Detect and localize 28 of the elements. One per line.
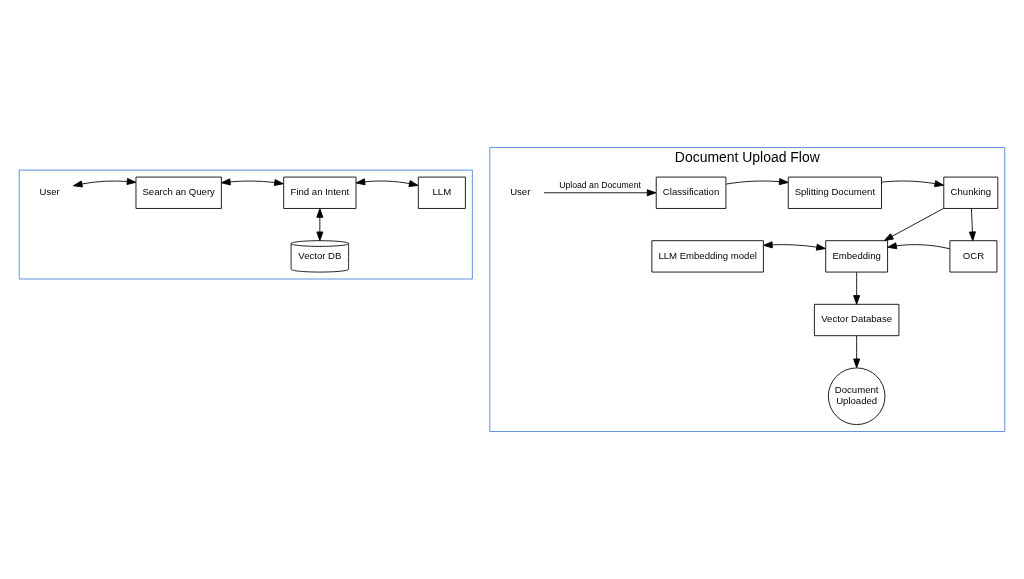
cluster — [18, 169, 473, 280]
node-box: Embedding — [825, 240, 889, 273]
arrow — [355, 178, 419, 188]
arrow — [763, 241, 826, 251]
node-box: Splitting Document — [787, 176, 882, 209]
edge-label: Upload an Document — [559, 179, 641, 190]
node-box: LLM — [417, 176, 466, 209]
node-box: Search an Query — [135, 176, 222, 209]
arrow — [543, 189, 657, 197]
arrow — [725, 178, 789, 186]
node-circle: Document Uploaded — [827, 367, 886, 425]
arrow — [887, 242, 951, 250]
arrow — [72, 178, 137, 188]
node-box: Chunking — [943, 176, 999, 209]
arrow — [853, 271, 861, 305]
node-text: User — [510, 186, 531, 198]
arrow — [881, 180, 945, 188]
arrow — [220, 178, 284, 186]
arrow — [316, 208, 324, 242]
node-text: User — [39, 186, 60, 198]
arrow — [883, 207, 945, 241]
arrow — [968, 208, 976, 242]
node-box: Vector Database — [813, 303, 900, 337]
node-box: LLM Embedding model — [651, 240, 764, 273]
node-box: OCR — [949, 240, 998, 273]
node-box: Find an Intent — [283, 176, 357, 209]
node-box: Classification — [655, 176, 727, 209]
arrow — [853, 335, 861, 369]
